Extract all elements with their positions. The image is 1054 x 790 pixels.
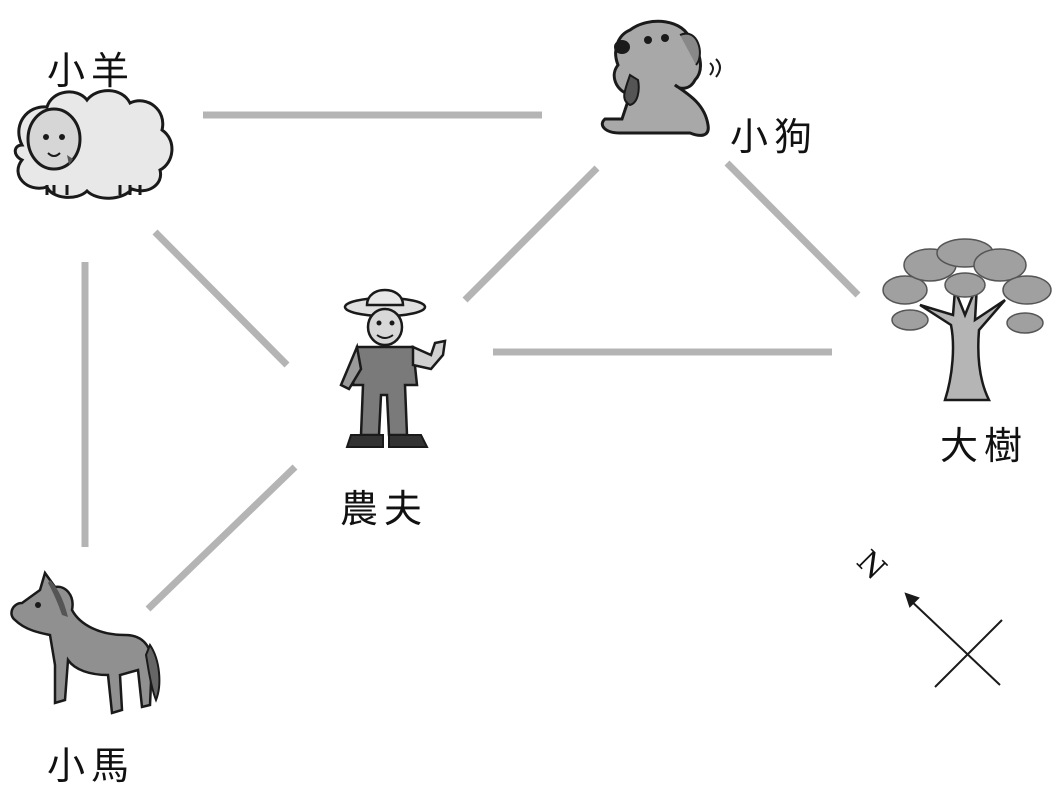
path-dog-tree bbox=[724, 160, 861, 298]
compass-icon bbox=[904, 592, 1003, 688]
horse-icon bbox=[10, 570, 161, 715]
tree-icon bbox=[882, 238, 1052, 402]
horse-label: 小馬 bbox=[47, 744, 136, 788]
path-dog-farmer bbox=[462, 165, 600, 303]
farmer-label: 農夫 bbox=[340, 487, 429, 531]
tree-label: 大樹 bbox=[940, 424, 1029, 468]
sheep-icon bbox=[13, 89, 174, 200]
path-farmer-horse bbox=[145, 464, 298, 612]
path-sheep-farmer bbox=[152, 229, 290, 368]
farmer-icon bbox=[339, 288, 447, 448]
sheep-label: 小羊 bbox=[47, 49, 136, 93]
dog-label: 小狗 bbox=[730, 115, 819, 159]
dog-icon bbox=[600, 19, 721, 137]
